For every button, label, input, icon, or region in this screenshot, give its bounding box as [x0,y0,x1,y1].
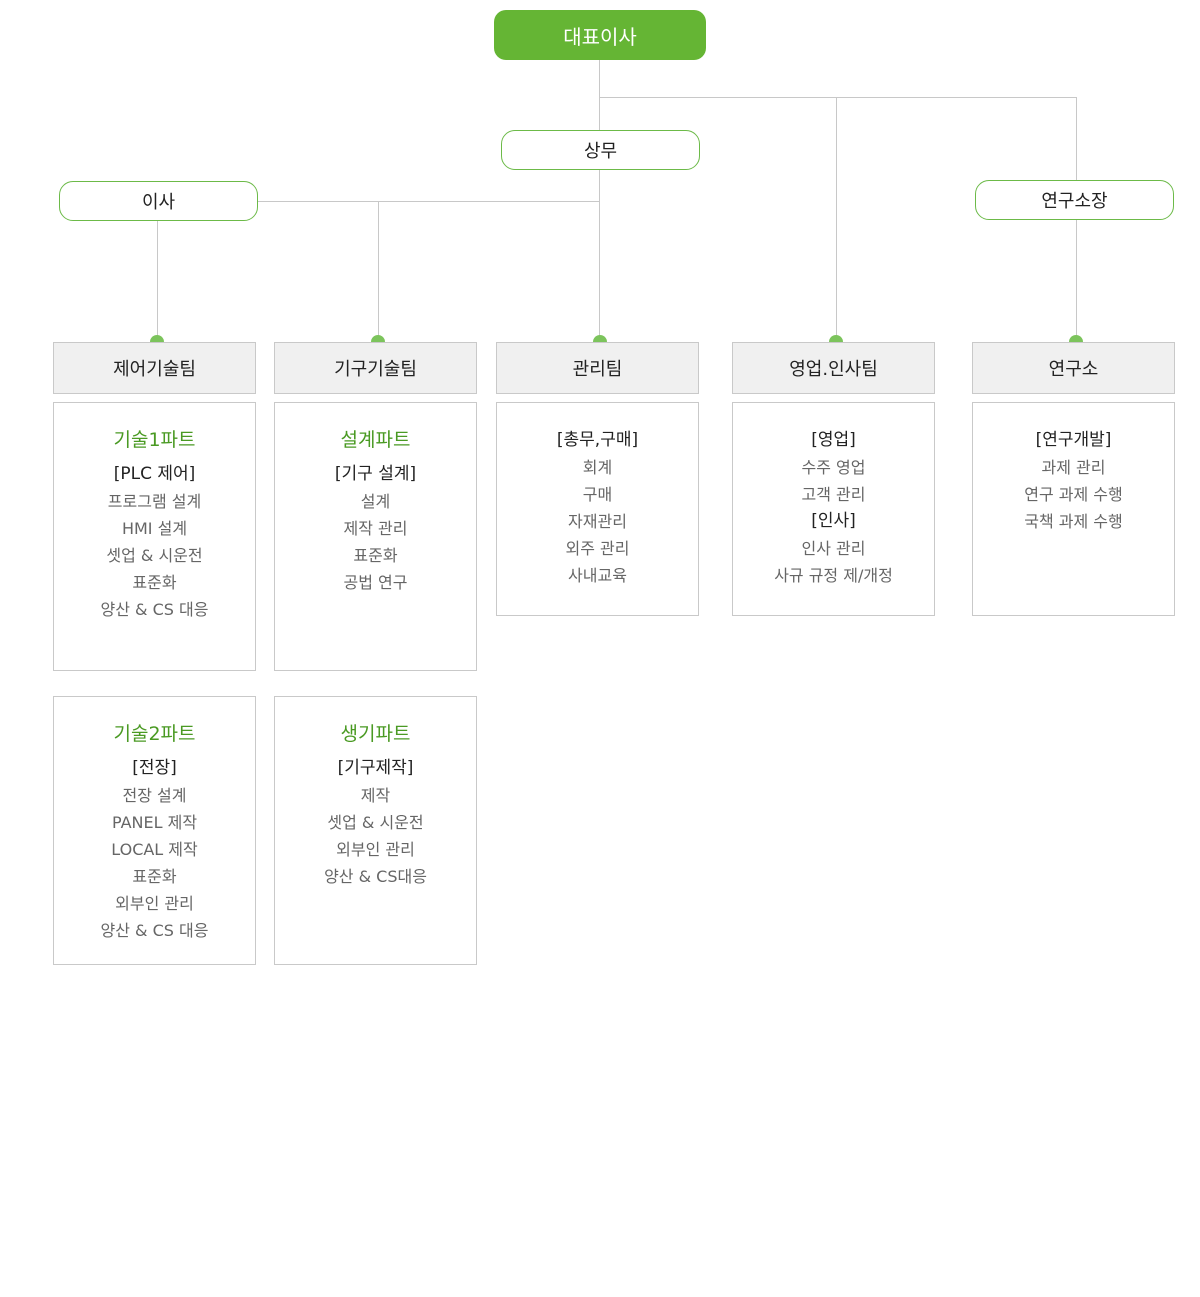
connector-line [599,169,600,342]
team-label: 제어기술팀 [113,359,196,380]
duty-box-sales-hr: [영업] 수주 영업 고객 관리 [인사] 인사 관리 사규 규정 제/개정 [732,402,935,616]
duty-item: 고객 관리 [801,485,866,504]
team-label: 기구기술팀 [334,359,417,380]
duty-item: PANEL 제작 [111,813,198,832]
isa-node: 이사 [59,181,258,221]
duty-item: 셋업 & 시운전 [327,813,424,832]
duty-item: 표준화 [132,573,177,592]
duty-item: 외부인 관리 [336,840,415,859]
team-label: 영업.인사팀 [789,359,878,380]
lab-director-label: 연구소장 [1041,191,1108,212]
connector-line [836,97,837,342]
duty-item: 설계 [360,492,391,511]
team-control: 제어기술팀 [53,342,256,394]
isa-label: 이사 [141,192,176,213]
duty-item: 과제 관리 [1041,458,1106,477]
connector-line [1076,219,1077,342]
duty-item: 외부인 관리 [115,894,194,913]
part-title: 설계파트 [340,429,411,451]
duty-item: 양산 & CS대응 [324,867,427,886]
connector-line [378,201,379,342]
team-label: 관리팀 [572,359,623,380]
section-label: [기구 설계] [334,464,417,484]
duty-item: 양산 & CS 대응 [100,921,209,940]
section-label: [기구제작] [337,758,414,778]
part-box-mech-design: 설계파트 [기구 설계] 설계 제작 관리 표준화 공법 연구 [274,402,477,671]
part-box-control-2: 기술2파트 [전장] 전장 설계 PANEL 제작 LOCAL 제작 표준화 외… [53,696,256,965]
connector-line [258,201,600,202]
section-label: [영업] [811,430,856,450]
section-label: [인사] [811,511,856,531]
duty-item: 표준화 [132,867,177,886]
duty-item: 프로그램 설계 [107,492,202,511]
connector-line [157,220,158,342]
duty-item: 회계 [582,458,613,477]
team-lab: 연구소 [972,342,1175,394]
connector-line [599,60,600,130]
team-mech: 기구기술팀 [274,342,477,394]
duty-item: 국책 과제 수행 [1024,512,1123,531]
duty-item: 외주 관리 [565,539,630,558]
section-label: [총무,구매] [556,430,639,450]
duty-item: 수주 영업 [801,458,866,477]
duty-item: 사규 규정 제/개정 [774,566,893,585]
connector-line [1076,97,1077,181]
part-title: 생기파트 [340,723,411,745]
part-title: 기술1파트 [113,429,196,451]
duty-item: LOCAL 제작 [111,840,198,859]
team-sales-hr: 영업.인사팀 [732,342,935,394]
section-label: [연구개발] [1035,430,1112,450]
duty-item: 전장 설계 [122,786,187,805]
section-label: [PLC 제어] [113,464,196,484]
part-title: 기술2파트 [113,723,196,745]
duty-item: 공법 연구 [343,573,408,592]
duty-item: 인사 관리 [801,539,866,558]
duty-item: 표준화 [353,546,398,565]
duty-item: 연구 과제 수행 [1024,485,1123,504]
section-label: [전장] [132,758,177,778]
duty-item: 자재관리 [568,512,627,531]
team-admin: 관리팀 [496,342,699,394]
duty-item: 제작 관리 [343,519,408,538]
duty-item: 제작 [360,786,391,805]
part-box-mech-production: 생기파트 [기구제작] 제작 셋업 & 시운전 외부인 관리 양산 & CS대응 [274,696,477,965]
team-label: 연구소 [1048,359,1099,380]
duty-item: 구매 [582,485,613,504]
sangmu-node: 상무 [501,130,700,170]
part-box-control-1: 기술1파트 [PLC 제어] 프로그램 설계 HMI 설계 셋업 & 시운전 표… [53,402,256,671]
ceo-node: 대표이사 [494,10,706,60]
ceo-label: 대표이사 [563,24,637,49]
connector-line [599,97,1077,98]
duty-box-lab: [연구개발] 과제 관리 연구 과제 수행 국책 과제 수행 [972,402,1175,616]
duty-box-admin: [총무,구매] 회계 구매 자재관리 외주 관리 사내교육 [496,402,699,616]
duty-item: 셋업 & 시운전 [106,546,203,565]
duty-item: HMI 설계 [121,519,188,538]
duty-item: 양산 & CS 대응 [100,600,209,619]
lab-director-node: 연구소장 [975,180,1174,220]
sangmu-label: 상무 [583,141,618,162]
duty-item: 사내교육 [568,566,627,585]
